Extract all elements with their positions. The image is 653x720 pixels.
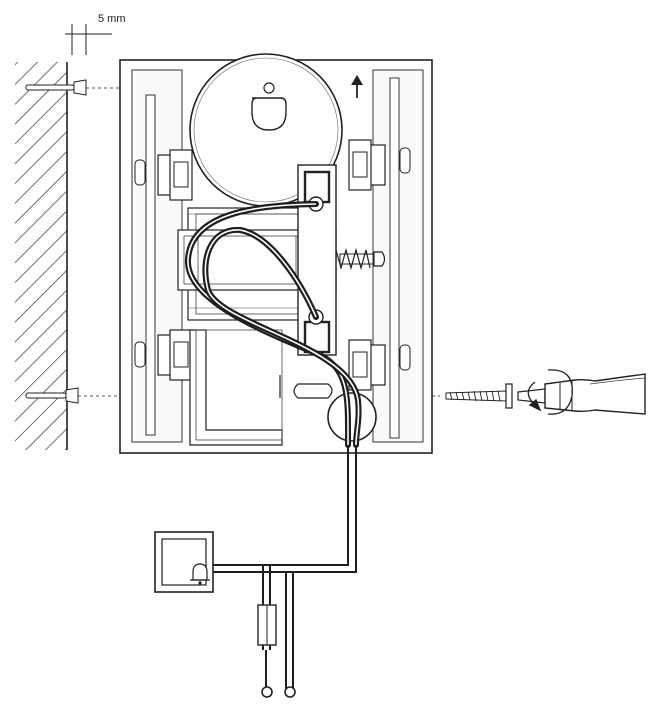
clip-top-left (134, 149, 193, 201)
lower-compartment (189, 329, 283, 446)
terminal-left (261, 686, 273, 698)
up-arrow-icon (351, 75, 363, 98)
coil-assembly (177, 207, 319, 321)
push-button (154, 531, 214, 593)
cable-entry (327, 392, 377, 442)
bell-icon (190, 563, 210, 585)
fuse (257, 604, 277, 690)
external-wires (213, 445, 357, 690)
mounting-screw (445, 383, 513, 409)
dimension-marker: 5 mm (65, 13, 126, 55)
terminal-block (297, 164, 337, 356)
rotate-arrow-icon (527, 369, 573, 415)
wall (15, 62, 68, 450)
clip-bottom-right (348, 339, 411, 391)
doorbell-housing (119, 53, 433, 454)
terminal-right (284, 686, 296, 698)
clip-bottom-left (134, 329, 193, 381)
wall-screw-top (25, 79, 122, 96)
mounting-slot (293, 383, 333, 399)
internal-wires (184, 201, 362, 448)
clip-top-right (348, 139, 411, 191)
keyhole (251, 97, 287, 131)
dimension-label: 5 mm (98, 13, 126, 25)
